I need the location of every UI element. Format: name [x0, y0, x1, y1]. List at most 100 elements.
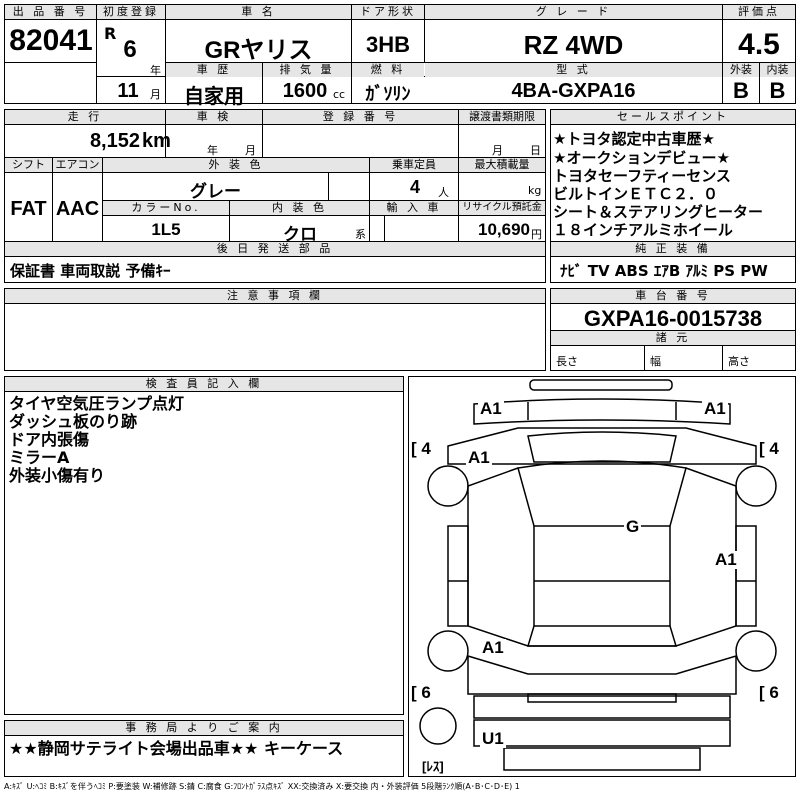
- car-diagram-box: [408, 376, 796, 777]
- chassis-header: 車 台 番 号: [551, 289, 795, 303]
- inspector-note-2: ダッシュ板のり跡: [9, 412, 138, 431]
- model-code-header: 型 式: [425, 63, 722, 77]
- tire-depth-rl: [ 6: [409, 683, 433, 702]
- reg-no-header: 登 録 番 号: [263, 110, 458, 124]
- displacement-unit: cc: [333, 88, 346, 101]
- mileage: 8,152: [89, 130, 140, 152]
- int-color-unit: 系: [355, 228, 366, 241]
- notes-header: 注 意 事 項 欄: [5, 289, 545, 303]
- spare-tire: [419, 707, 457, 745]
- aircon: AAC: [55, 198, 100, 220]
- tire-depth-rr: [ 6: [757, 683, 781, 702]
- later-parts: 保証書 車両取説 予備ｷｰ: [10, 262, 171, 280]
- capacity-header: 乗車定員: [370, 158, 458, 172]
- later-parts-header: 後 日 発 送 部 品: [5, 242, 545, 256]
- inspection-year-unit: 年: [207, 144, 218, 157]
- model-code: 4BA-GXPA16: [511, 80, 636, 102]
- sales-point-6: １８インチアルミホイール: [553, 221, 733, 239]
- fuel-type: ｶﾞｿﾘﾝ: [365, 84, 411, 104]
- grade-header: グ レ ー ド: [425, 5, 722, 19]
- interior-grade: B: [769, 78, 786, 103]
- sales-point-2: ★オークションデビュー★: [553, 149, 730, 167]
- sales-point-4: ビルトインＥＴＣ２．０: [553, 185, 719, 203]
- max-load-unit: kg: [528, 184, 542, 197]
- lot-no-header: 出 品 番 号: [5, 5, 96, 19]
- hood-outline: [447, 427, 757, 465]
- roof: [467, 467, 737, 647]
- office-header: 事 務 局 よ り ご 案 内: [5, 721, 403, 735]
- inspection-month-unit: 月: [245, 144, 256, 157]
- dmg-left-fender: A1: [466, 448, 492, 467]
- spare-tire-status: [ﾚｽ]: [420, 758, 446, 776]
- car-history: 自家用: [184, 86, 244, 108]
- std-equipment-header: 純 正 装 備: [551, 242, 795, 256]
- legend: A:ｷｽﾞ U:ﾍｺﾐ B:ｷｽﾞを伴うﾍｺﾐ P:要塗装 W:補修跡 S:錆 …: [4, 782, 520, 791]
- std-equipment: ﾅﾋﾞ TV ABS ｴｱB ｱﾙﾐ PS PW: [560, 262, 768, 280]
- era-label: R: [104, 24, 117, 43]
- car-diagram: [419, 379, 777, 771]
- windshield: [517, 460, 687, 527]
- inspector-note-1: タイヤ空気圧ランプ点灯: [9, 394, 185, 413]
- inspector-note-5: 外装小傷有り: [9, 466, 106, 485]
- inspector-box: [4, 376, 404, 715]
- sales-point-5: シート＆ステアリングヒーター: [553, 203, 764, 221]
- office-note: ★★静岡サテライト会場出品車★★ キーケース: [9, 739, 344, 758]
- reg-month: 11: [117, 80, 139, 102]
- width-label: 幅: [650, 355, 661, 368]
- first-reg-header: 初度登録: [97, 5, 165, 19]
- color-no-header: カラーNo.: [103, 201, 229, 215]
- dmg-front-right: A1: [702, 399, 728, 418]
- tire-depth-fr: [ 4: [757, 439, 781, 458]
- sales-points-box: [550, 109, 796, 242]
- month-unit: 月: [150, 88, 161, 101]
- car-name: GRヤリス: [204, 37, 313, 64]
- color-no: 1L5: [151, 220, 181, 239]
- capacity-unit: 人: [438, 186, 449, 199]
- sales-point-3: トヨタセーフティーセンス: [553, 167, 731, 185]
- exterior-grade: B: [733, 78, 749, 103]
- capacity: 4: [409, 177, 420, 197]
- specs-header: 諸 元: [551, 331, 795, 345]
- dmg-roof: G: [624, 517, 642, 536]
- inspector-header: 検 査 員 記 入 欄: [5, 377, 403, 391]
- sales-point-1: ★トヨタ認定中古車歴★: [553, 130, 715, 148]
- length-label: 長さ: [556, 355, 578, 368]
- rear-hatch: [467, 654, 737, 695]
- shift: FAT: [10, 198, 47, 220]
- mileage-header: 走 行: [5, 110, 165, 124]
- inspector-note-3: ドア内張傷: [9, 430, 90, 449]
- max-load-header: 最大積載量: [459, 158, 545, 172]
- inspection-header: 車 検: [166, 110, 262, 124]
- tire-front-right: [735, 465, 777, 507]
- dmg-front-left: A1: [478, 399, 504, 418]
- left-doors: [447, 525, 469, 627]
- dmg-left-rear: A1: [480, 638, 506, 657]
- ext-color-header: 外 装 色: [103, 158, 369, 172]
- tire-rear-left: [427, 630, 469, 672]
- shift-header: シフト: [5, 158, 52, 172]
- transfer-day-unit: 日: [530, 144, 541, 157]
- interior-header: 内装: [760, 63, 795, 77]
- height-label: 高さ: [728, 355, 750, 368]
- history-header: 車 歴: [166, 63, 262, 77]
- rear-bumper: [473, 695, 731, 719]
- transfer-due-header: 譲渡書類期限: [459, 110, 545, 124]
- fuel-header: 燃 料: [352, 63, 424, 77]
- tire-depth-fl: [ 4: [409, 439, 433, 458]
- tire-front-left: [427, 465, 469, 507]
- exterior-header: 外装: [723, 63, 759, 77]
- ext-color: グレー: [190, 182, 241, 201]
- import-header: 輸 入 車: [370, 201, 458, 215]
- door-type: 3HB: [365, 32, 410, 57]
- rear-bumper-bottom: [473, 719, 731, 747]
- displacement-header: 排 気 量: [263, 63, 351, 77]
- right-doors: [735, 525, 757, 627]
- score: 4.5: [738, 28, 780, 61]
- header-info-box: [4, 4, 796, 104]
- lot-number: 82041: [9, 24, 93, 57]
- recycle-fee: 10,690: [478, 220, 530, 239]
- score-header: 評価点: [723, 5, 795, 19]
- year-unit: 年: [150, 64, 161, 77]
- chassis-number: GXPA16-0015738: [583, 306, 763, 331]
- dmg-right-door: A1: [713, 550, 739, 569]
